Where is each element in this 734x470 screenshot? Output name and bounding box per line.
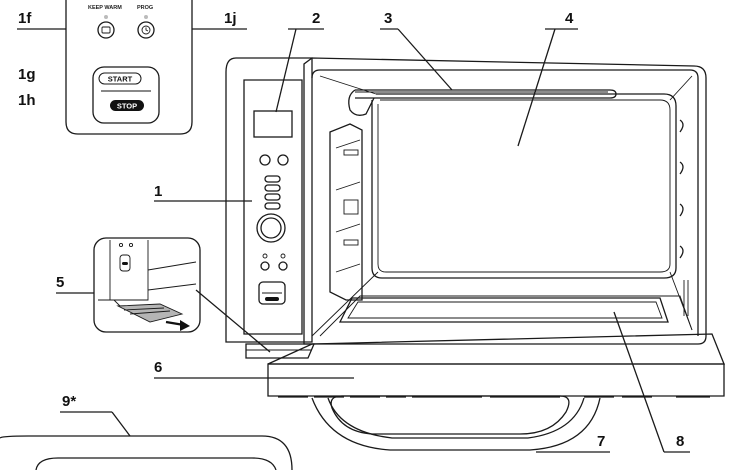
callout-1f: 1f [18, 10, 32, 27]
door-top-edge [267, 333, 725, 365]
start-label: START [108, 75, 133, 84]
start-button[interactable] [98, 72, 142, 85]
keep-warm-led-icon [104, 15, 108, 19]
clock-icon [141, 25, 151, 35]
tray-outline [0, 435, 293, 470]
callout-1: 1 [154, 183, 162, 200]
mode-button-2[interactable] [264, 184, 281, 192]
prog-led-icon [144, 15, 148, 19]
callout-6: 6 [154, 359, 162, 376]
control-face [243, 79, 303, 335]
leader-4 [517, 28, 556, 147]
callout-1j: 1j [224, 10, 237, 27]
callout-7: 7 [597, 433, 605, 450]
oven-body [225, 57, 707, 359]
leader-8 [613, 311, 665, 453]
display-screen [253, 110, 293, 138]
right-rack-guide [679, 119, 684, 259]
callouts-panel: 1f 1j 1g 1h [17, 10, 247, 109]
keep-warm-icon [101, 26, 111, 34]
callouts-oven: 1 2 3 4 5 6 7 8 9* [56, 10, 690, 453]
left-rack-guide [329, 123, 363, 301]
prog-button[interactable] [137, 21, 155, 39]
back-wall [371, 93, 677, 279]
crumb-tray-detail [93, 237, 271, 353]
stop-button[interactable] [110, 100, 144, 111]
leader-3 [397, 28, 453, 91]
callout-4: 4 [565, 10, 574, 27]
mode-button-3[interactable] [264, 193, 281, 201]
prog-label: PROG [137, 5, 153, 11]
keep-warm-label: KEEP WARM [88, 5, 122, 11]
oven-cavity-frame [303, 57, 707, 345]
leader-9 [111, 411, 131, 437]
keep-warm-small-button[interactable] [260, 261, 270, 271]
control-knob[interactable] [256, 213, 286, 243]
keep-warm-button[interactable] [97, 21, 115, 39]
stop-label: STOP [117, 102, 137, 111]
detail-pointer-line [195, 289, 271, 353]
door-handle[interactable] [311, 397, 601, 451]
tray-detail-frame [93, 237, 201, 333]
panel-button-left[interactable] [259, 154, 271, 166]
start-stop-small-button[interactable] [258, 281, 286, 305]
led-left-icon [262, 253, 268, 259]
hinge-base [245, 343, 315, 359]
callout-1h: 1h [18, 92, 36, 109]
control-column [225, 57, 313, 343]
callout-5: 5 [56, 274, 64, 291]
callout-8: 8 [676, 433, 684, 450]
callout-2: 2 [312, 10, 320, 27]
left-rack-slots [335, 139, 361, 273]
led-right-icon [280, 253, 286, 259]
callout-3: 3 [384, 10, 392, 27]
control-panel-detail: KEEP WARM PROG START STOP [65, 0, 193, 135]
mode-button-1[interactable] [264, 175, 281, 183]
baking-tray-partial [0, 435, 293, 470]
panel-button-right[interactable] [277, 154, 289, 166]
leader-2 [275, 28, 297, 113]
prog-small-button[interactable] [278, 261, 288, 271]
crumb-tray [338, 297, 669, 323]
start-stop-bezel [92, 66, 160, 124]
tray-pull-out [116, 303, 184, 323]
pull-arrow-icon [180, 320, 190, 331]
callout-9: 9* [62, 393, 76, 410]
door-front [267, 363, 725, 397]
mode-button-4[interactable] [264, 202, 281, 210]
callout-1g: 1g [18, 66, 36, 83]
oven-door [267, 333, 725, 451]
top-heating-element [355, 89, 617, 99]
